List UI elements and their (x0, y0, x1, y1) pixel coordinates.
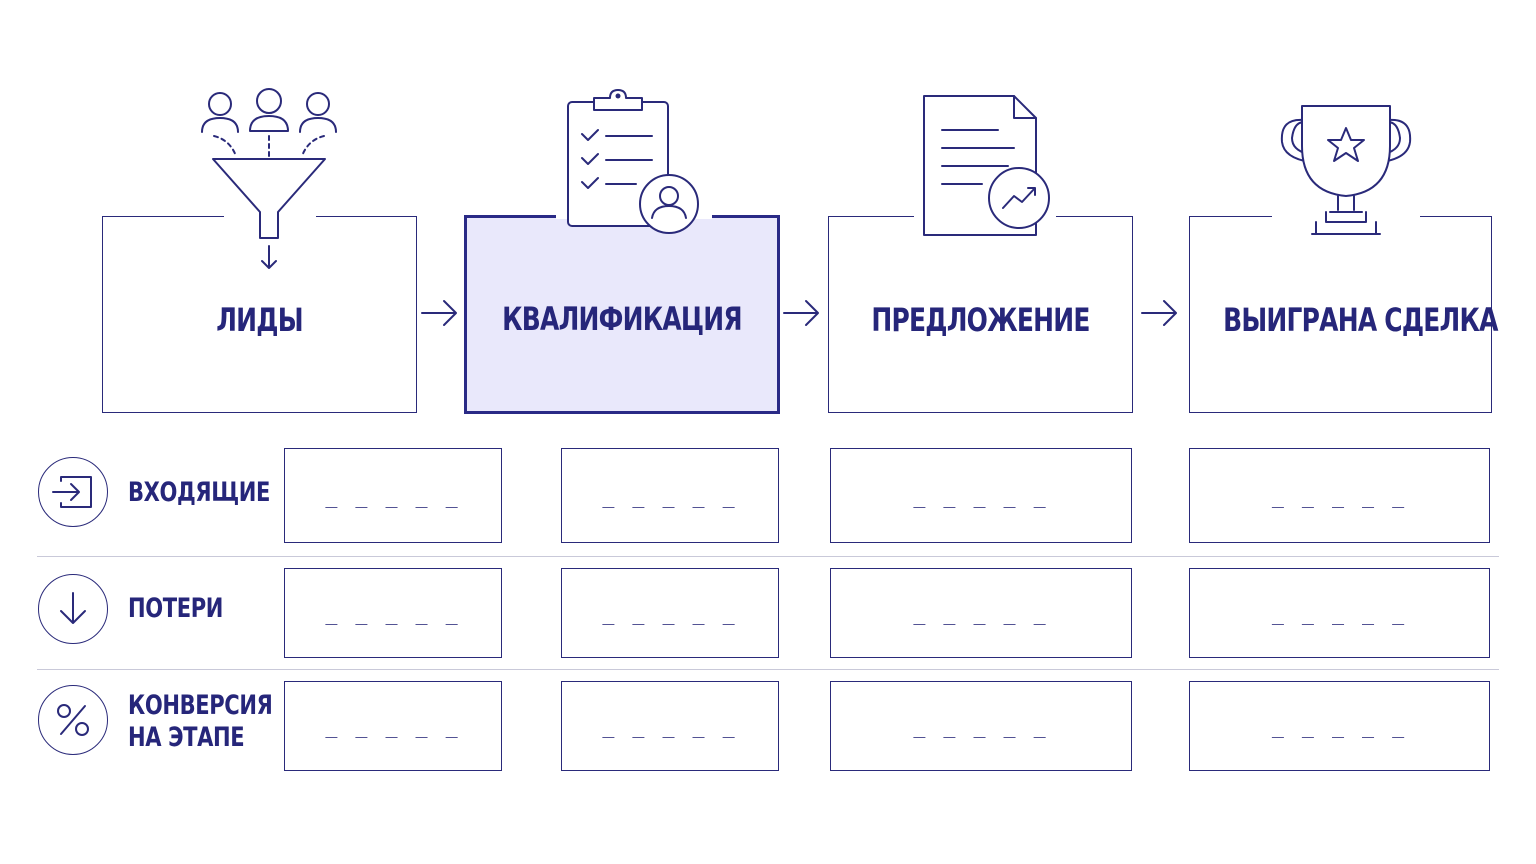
percent-icon (57, 704, 89, 736)
clipboard-checklist-icon (556, 89, 712, 234)
row-divider (37, 669, 1499, 670)
arrow-down-icon-circle (38, 574, 108, 644)
percent-icon-circle (38, 685, 108, 755)
stage-label-proposal: ПРЕДЛОЖЕНИЕ (871, 301, 1090, 339)
funnel-icon (201, 88, 337, 269)
row-label-conversion-line1: КОНВЕРСИЯ (128, 690, 273, 721)
stage-label-leads: ЛИДЫ (216, 301, 303, 339)
document-chart-icon (914, 95, 1056, 236)
metric-cell-losses-deal-won[interactable]: _ _ _ _ _ (1189, 568, 1490, 658)
row-divider (37, 556, 1499, 557)
metric-cell-incoming-leads[interactable]: _ _ _ _ _ (284, 448, 502, 543)
metric-value: _ _ _ _ _ (913, 601, 1049, 625)
row-label-incoming: ВХОДЯЩИЕ (128, 477, 270, 508)
metric-cell-conversion-deal-won[interactable]: _ _ _ _ _ (1189, 681, 1490, 771)
enter-icon-circle (38, 457, 108, 527)
metric-cell-losses-leads[interactable]: _ _ _ _ _ (284, 568, 502, 658)
arrow-right-icon (421, 300, 457, 326)
arrow-right-icon (1141, 300, 1177, 326)
metric-value: _ _ _ _ _ (913, 483, 1049, 508)
stage-box-proposal: ПРЕДЛОЖЕНИЕ (828, 216, 1133, 413)
stage-label-qualification: КВАЛИФИКАЦИЯ (502, 300, 742, 338)
metric-value: _ _ _ _ _ (325, 601, 461, 625)
enter-icon (52, 476, 92, 508)
arrow-right-icon (783, 300, 819, 326)
metric-cell-incoming-qualification[interactable]: _ _ _ _ _ (561, 448, 779, 543)
metric-value: _ _ _ _ _ (1271, 601, 1408, 625)
row-label-conversion: КОНВЕРСИЯ НА ЭТАПЕ (128, 690, 313, 754)
metric-value: _ _ _ _ _ (602, 601, 738, 625)
metric-cell-conversion-qualification[interactable]: _ _ _ _ _ (561, 681, 779, 771)
metric-value: _ _ _ _ _ (1271, 714, 1408, 738)
stage-box-qualification: КВАЛИФИКАЦИЯ (464, 215, 780, 414)
row-label-conversion-line2: НА ЭТАПЕ (128, 722, 245, 753)
metric-cell-losses-qualification[interactable]: _ _ _ _ _ (561, 568, 779, 658)
metric-cell-conversion-leads[interactable]: _ _ _ _ _ (284, 681, 502, 771)
trophy-icon (1272, 105, 1420, 235)
metric-value: _ _ _ _ _ (602, 483, 738, 508)
metric-cell-losses-proposal[interactable]: _ _ _ _ _ (830, 568, 1132, 658)
stage-label-deal-won: ВЫИГРАНА СДЕЛКА (1223, 301, 1498, 339)
metric-cell-incoming-proposal[interactable]: _ _ _ _ _ (830, 448, 1132, 543)
metric-value: _ _ _ _ _ (325, 714, 461, 738)
metric-value: _ _ _ _ _ (325, 483, 461, 508)
metric-cell-incoming-deal-won[interactable]: _ _ _ _ _ (1189, 448, 1490, 543)
arrow-down-icon (60, 592, 86, 624)
stage-box-deal-won: ВЫИГРАНА СДЕЛКА (1189, 216, 1498, 413)
metric-value: _ _ _ _ _ (1271, 483, 1408, 508)
stage-box-leads: ЛИДЫ (102, 216, 417, 413)
row-label-losses: ПОТЕРИ (128, 593, 224, 624)
metric-value: _ _ _ _ _ (602, 714, 738, 738)
metric-cell-conversion-proposal[interactable]: _ _ _ _ _ (830, 681, 1132, 771)
metric-value: _ _ _ _ _ (913, 714, 1049, 738)
